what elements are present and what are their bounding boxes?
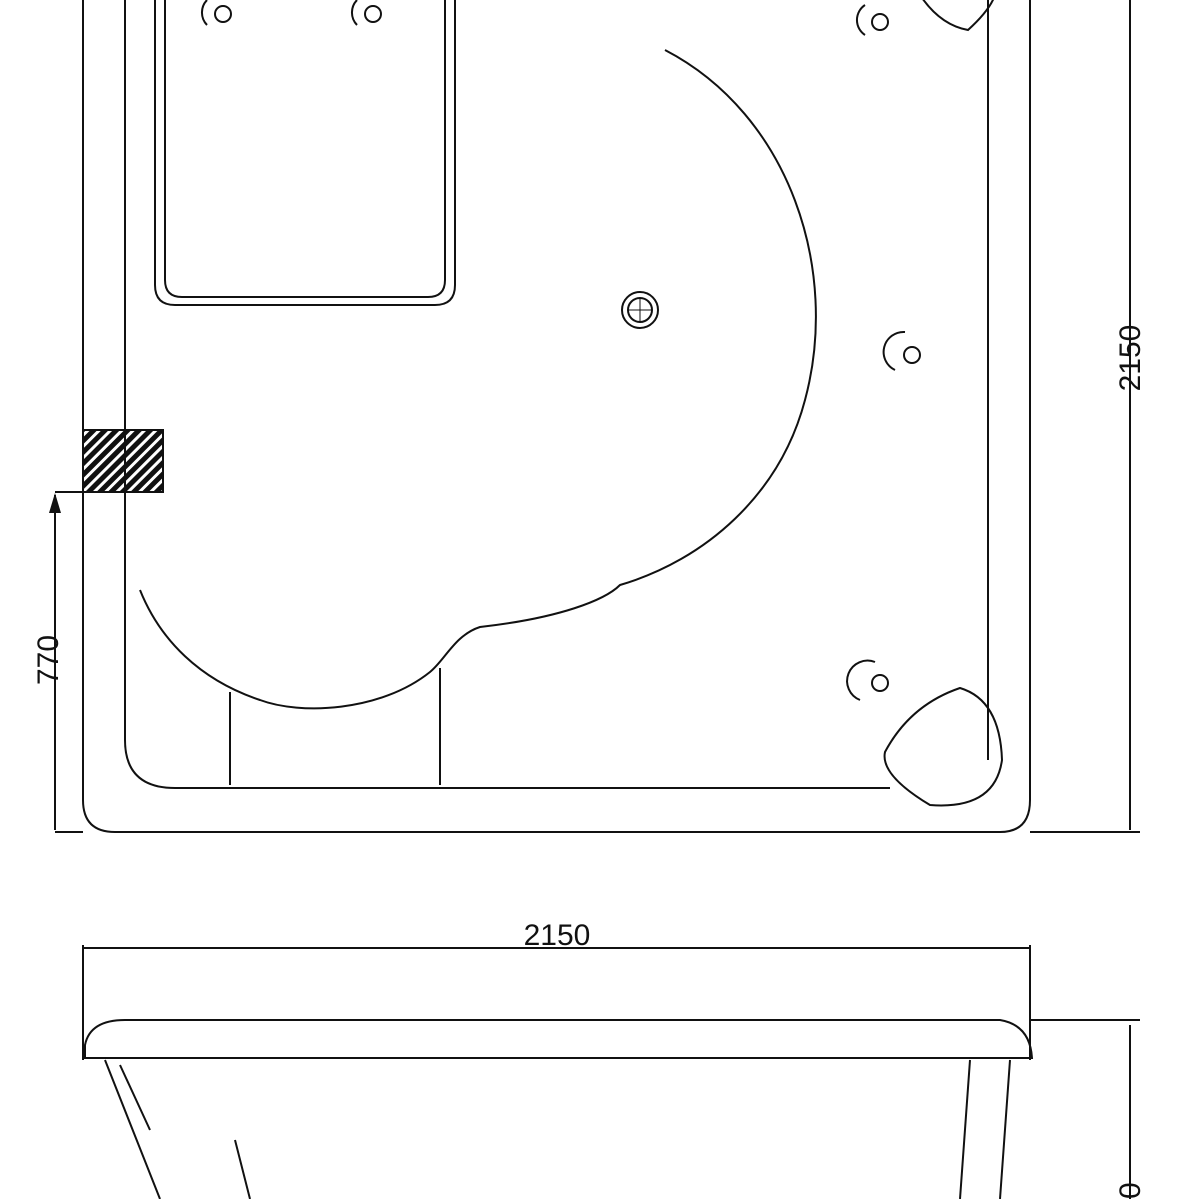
dim-label-height-partial: 0	[1114, 1182, 1147, 1199]
tub-outer-rim	[82, 0, 1031, 833]
dim-height-line	[1030, 1019, 1140, 1199]
seat-inner	[164, 0, 446, 298]
dim-width-lines	[82, 945, 1031, 1060]
jet-icons	[200, 0, 921, 701]
dim-label-height: 2150	[1114, 325, 1147, 392]
hatched-outlet	[82, 429, 164, 493]
seat-outline	[154, 0, 456, 306]
dim-label-width: 2150	[524, 919, 591, 952]
plan-view: 2150 770	[32, 0, 1147, 833]
tub-inner-rim	[124, 0, 989, 789]
pillow-top	[922, 0, 995, 32]
pillow-bottom	[883, 686, 1004, 807]
dim-label-770: 770	[32, 635, 65, 685]
tub-ledge	[84, 1019, 1034, 1059]
dim-lines	[55, 0, 1140, 833]
drain-icon	[621, 291, 659, 329]
basin-curve	[139, 49, 817, 710]
footwell-lines	[229, 668, 441, 785]
elevation-view: 2150 0	[82, 919, 1147, 1199]
tub-body-sides	[104, 1059, 1011, 1199]
